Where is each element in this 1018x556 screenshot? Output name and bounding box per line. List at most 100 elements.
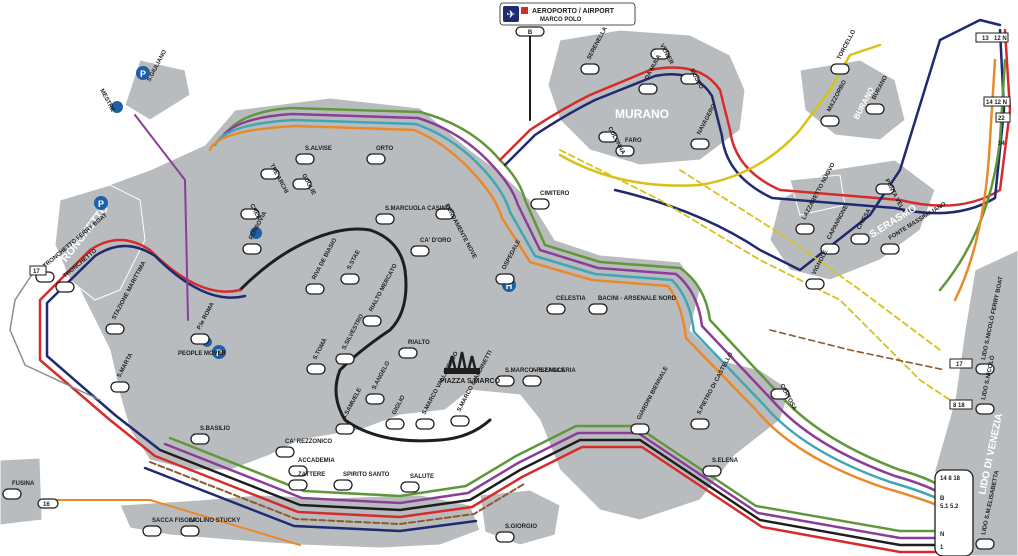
stop-marker[interactable]	[638, 83, 658, 95]
stop-marker[interactable]	[615, 145, 635, 157]
stop-marker[interactable]	[850, 233, 870, 245]
stop-label[interactable]: SALUTE	[410, 474, 434, 480]
stop-marker[interactable]	[702, 465, 722, 477]
stop-marker[interactable]	[305, 283, 325, 295]
stop-marker[interactable]	[105, 323, 125, 335]
stop-marker[interactable]	[180, 525, 200, 537]
stop-label[interactable]: ARSENALE	[532, 368, 565, 374]
stop-marker[interactable]	[680, 73, 700, 85]
stop-marker[interactable]	[435, 208, 455, 220]
stop-label[interactable]: MESTRE	[98, 88, 115, 113]
stop-marker[interactable]	[260, 168, 280, 180]
stop-marker[interactable]	[580, 63, 600, 75]
stop-label[interactable]: TORCELLO	[836, 29, 857, 61]
stop-marker[interactable]	[875, 183, 895, 195]
stop-label[interactable]: S.MARCUOLA CASINÒ	[385, 204, 451, 212]
stop-label[interactable]: CELESTIA	[556, 296, 586, 302]
stop-marker[interactable]	[366, 153, 386, 165]
stop-marker[interactable]	[335, 423, 355, 435]
stop-marker[interactable]	[333, 479, 353, 491]
line-tag-17-west-box[interactable]	[29, 265, 47, 276]
line-tag-17-box[interactable]	[949, 358, 973, 369]
stop-marker[interactable]	[190, 433, 210, 445]
stop-marker[interactable]	[975, 403, 995, 415]
stop-marker[interactable]	[650, 48, 670, 60]
stop-marker[interactable]	[288, 479, 308, 491]
stop-label[interactable]: MOLINO STUCKY	[190, 518, 240, 524]
line-tag-16-box[interactable]	[37, 498, 59, 509]
stop-label[interactable]: CIMITERO	[540, 191, 570, 197]
stop-label[interactable]: S.ELENA	[712, 458, 739, 464]
stop-marker[interactable]	[975, 363, 995, 375]
stop-label[interactable]: FUSINA	[12, 481, 35, 487]
stop-marker[interactable]	[242, 243, 262, 255]
stop-marker[interactable]	[820, 115, 840, 127]
stop-marker[interactable]	[880, 243, 900, 255]
stop-marker[interactable]	[362, 315, 382, 327]
lido-terminal[interactable]: 14 8 18 B 5.1 5.2 N 1	[934, 469, 974, 556]
stop-marker[interactable]	[400, 481, 420, 493]
stop-marker[interactable]	[546, 303, 566, 315]
stop-marker[interactable]	[450, 415, 470, 427]
stop-marker[interactable]	[275, 446, 295, 458]
stop-label[interactable]: SPIRITO SANTO	[343, 472, 390, 478]
stop-marker[interactable]	[142, 525, 162, 537]
stop-marker[interactable]	[495, 531, 515, 543]
stop-label[interactable]: S.GIORGIO	[505, 524, 537, 530]
stop-marker[interactable]	[2, 488, 22, 500]
stop-marker[interactable]	[410, 245, 430, 257]
stop-marker[interactable]	[398, 347, 418, 359]
parking-icon-label: P	[98, 199, 104, 209]
line-tag-22-box[interactable]	[995, 112, 1011, 123]
stop-label[interactable]: S.BASILIO	[200, 426, 230, 432]
stop-marker[interactable]	[385, 418, 405, 430]
stop-marker[interactable]	[975, 538, 995, 550]
stop-label[interactable]: CA' D'ORO	[420, 238, 452, 244]
stop-label[interactable]: S.ALVISE	[305, 146, 332, 152]
stop-marker[interactable]	[55, 281, 75, 293]
stop-label[interactable]: PEOPLE MOVER	[178, 351, 227, 357]
stop-label[interactable]: ZATTERE	[298, 472, 325, 478]
line-tag-1412n-box[interactable]	[983, 96, 1011, 107]
stop-marker[interactable]	[240, 208, 260, 220]
stop-label[interactable]: ACCADEMIA	[298, 458, 335, 464]
stop-marker[interactable]	[530, 198, 550, 210]
stop-marker[interactable]	[630, 423, 650, 435]
stop-label[interactable]: RIALTO	[408, 340, 430, 346]
stop-marker[interactable]	[820, 243, 840, 255]
stop-label[interactable]: CA' REZZONICO	[285, 439, 332, 445]
stop-marker[interactable]	[306, 363, 326, 375]
stop-label[interactable]: S.MARCO - S.ZACCARIA	[505, 368, 576, 374]
line-tag-818-box[interactable]	[949, 399, 973, 410]
stop-label[interactable]: FARO	[625, 138, 642, 144]
stop-marker[interactable]	[805, 278, 825, 290]
stop-marker[interactable]	[865, 103, 885, 115]
stop-marker[interactable]	[292, 178, 312, 190]
stop-marker[interactable]	[415, 418, 435, 430]
airport-block[interactable]: ✈ AEROPORTO / AIRPORT MARCO POLO B	[499, 2, 636, 37]
stop-marker[interactable]	[495, 273, 515, 285]
stop-marker[interactable]	[588, 303, 608, 315]
stop-marker[interactable]	[522, 375, 542, 387]
stop-marker[interactable]	[365, 393, 385, 405]
stop-label[interactable]: PIAZZA S.MARCO	[440, 378, 501, 385]
stop-marker[interactable]	[288, 465, 308, 477]
stop-label[interactable]: SACCA FISOLA	[152, 518, 197, 524]
stop-marker[interactable]	[190, 333, 210, 345]
stop-marker[interactable]	[110, 381, 130, 393]
stop-marker[interactable]	[690, 418, 710, 430]
stop-marker[interactable]	[598, 131, 618, 143]
line-tag-13-12n[interactable]	[975, 32, 1009, 43]
stop-marker[interactable]	[340, 273, 360, 285]
stop-marker[interactable]	[295, 153, 315, 165]
stop-marker[interactable]	[795, 223, 815, 235]
stop-marker[interactable]	[375, 213, 395, 225]
stop-label[interactable]: BACINI - ARSENALE NORD	[598, 296, 677, 302]
stop-marker[interactable]	[495, 375, 515, 387]
stop-marker[interactable]	[690, 138, 710, 150]
stop-label[interactable]: ORTO	[376, 146, 394, 152]
parking-icon-label: P	[216, 348, 222, 358]
stop-marker[interactable]	[830, 63, 850, 75]
stop-marker[interactable]	[335, 353, 355, 365]
stop-marker[interactable]	[770, 388, 790, 400]
